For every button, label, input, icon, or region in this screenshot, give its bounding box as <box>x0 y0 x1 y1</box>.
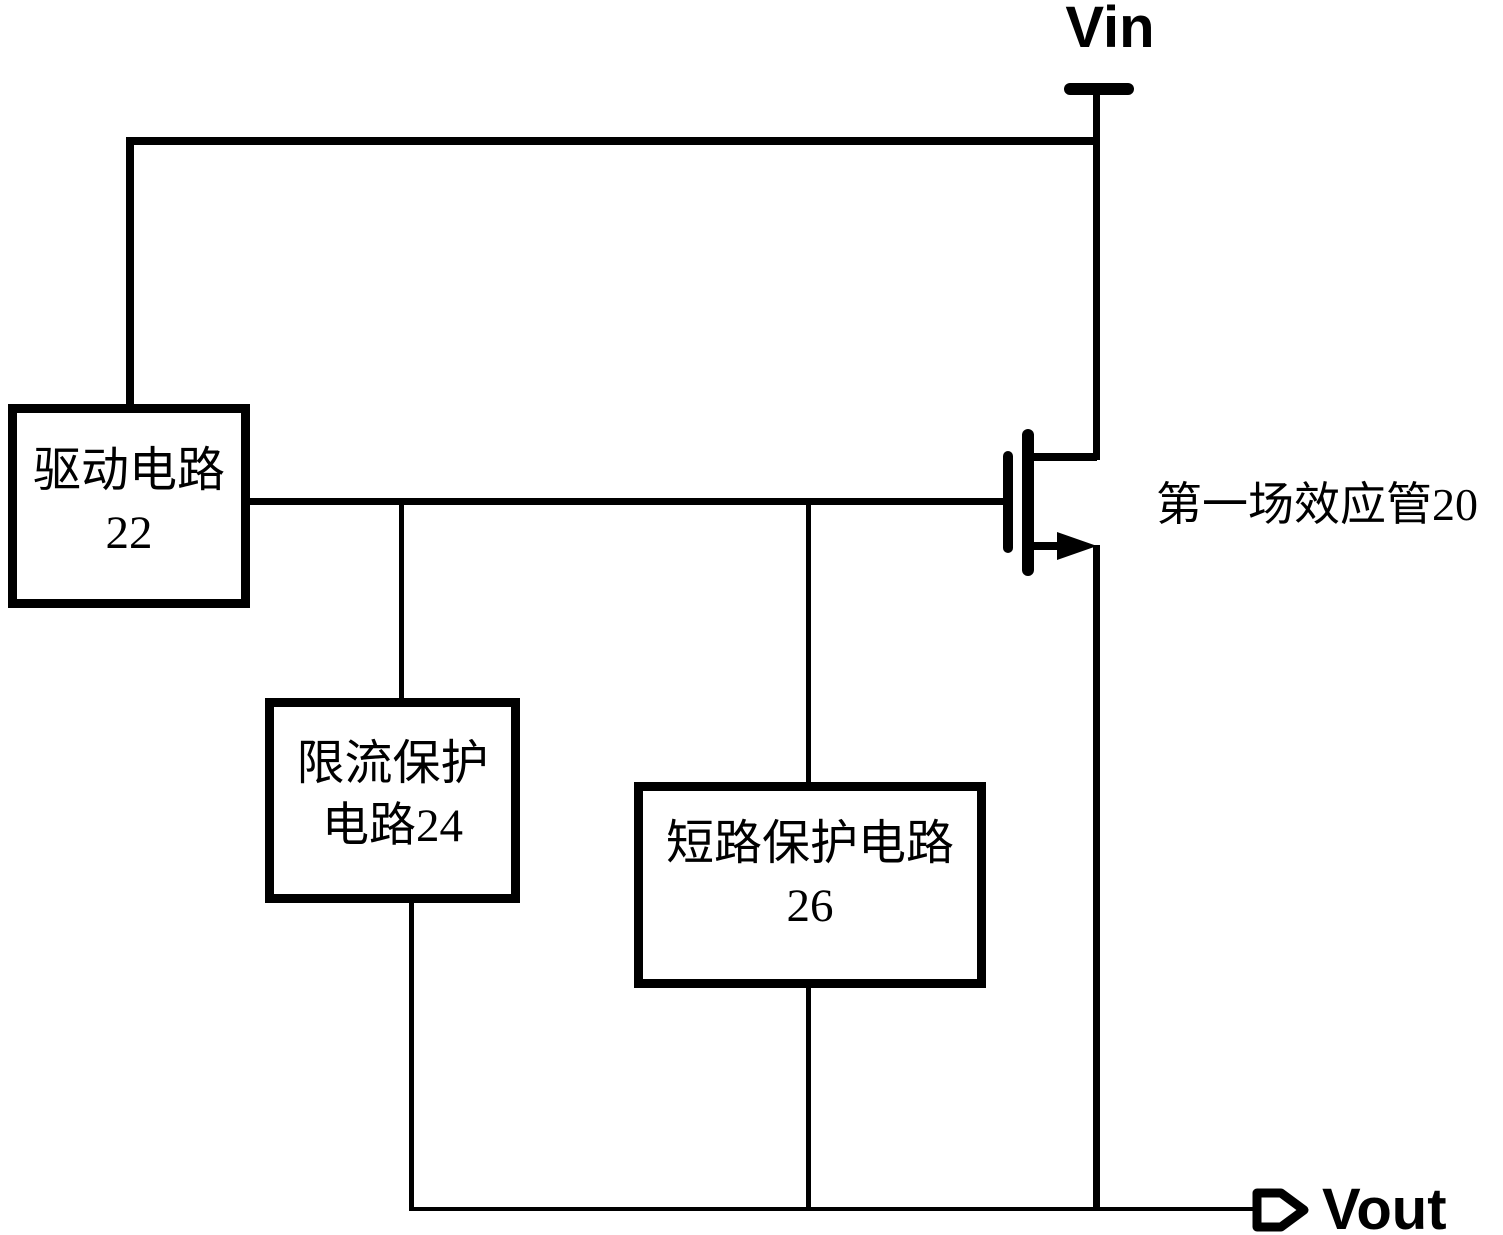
mosfet-gate-bar <box>1003 451 1013 553</box>
mosfet-channel-bar <box>1022 429 1034 576</box>
wire-top-rail <box>126 137 1100 145</box>
wire-source-to-output-rail <box>1093 545 1100 1210</box>
wire-top-rail-to-drive-block <box>126 137 134 407</box>
vin-label: Vin <box>1065 0 1155 60</box>
drive-circuit-block: 驱动电路 22 <box>8 404 250 608</box>
drive-circuit-label: 驱动电路 <box>32 444 225 497</box>
wire-gate-to-current-limit-block <box>399 503 404 703</box>
short-circuit-protection-label: 短路保护电路 <box>665 817 954 870</box>
wire-vin-to-drain <box>1093 93 1100 460</box>
transistor-label: 第一场效应管20 <box>1156 479 1478 530</box>
current-limit-protection-block: 限流保护 电路24 <box>265 698 520 903</box>
wire-current-limit-block-to-output-rail <box>409 900 414 1210</box>
wire-gate-to-short-circuit-block <box>806 503 811 786</box>
wire-short-circuit-block-to-output-rail <box>806 985 811 1210</box>
current-limit-protection-number: 电路24 <box>322 799 463 852</box>
current-limit-protection-label: 限流保护 <box>296 736 489 790</box>
vout-port-icon <box>1252 1188 1309 1232</box>
vin-terminal-bar <box>1064 83 1134 95</box>
short-circuit-protection-number: 26 <box>786 880 834 932</box>
drive-circuit-number: 22 <box>105 507 153 559</box>
short-circuit-protection-block: 短路保护电路 26 <box>634 782 986 988</box>
vout-label: Vout <box>1322 1177 1447 1235</box>
mosfet-source-wire <box>1033 542 1065 550</box>
wire-bottom-output-rail <box>409 1207 1254 1211</box>
wire-gate-line <box>246 498 1004 505</box>
mosfet-drain-wire <box>1033 453 1097 461</box>
mosfet-source-arrow-icon <box>1057 532 1097 560</box>
